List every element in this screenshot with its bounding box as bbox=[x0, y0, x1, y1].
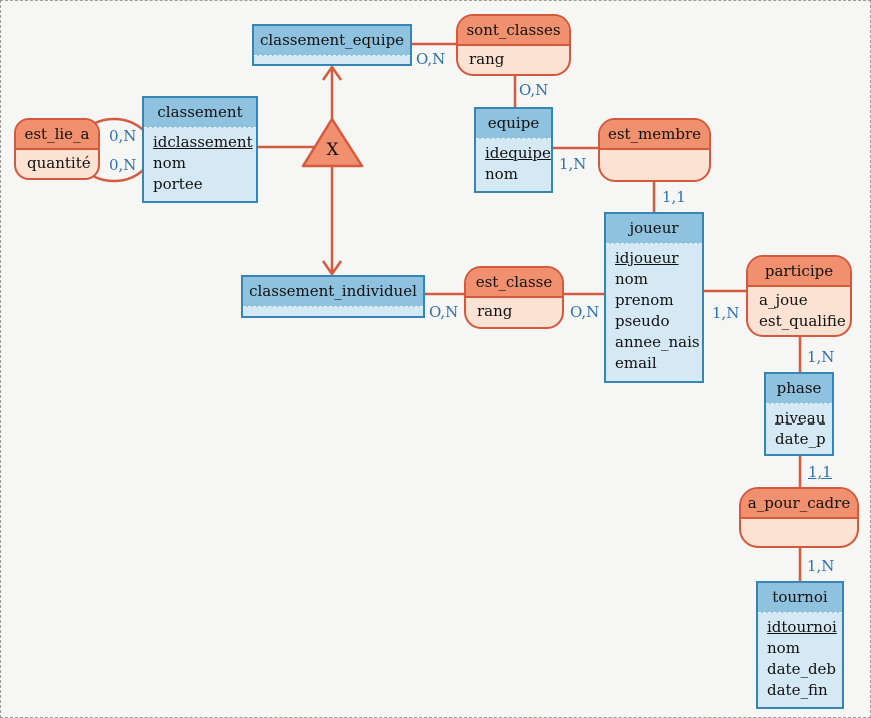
attribute: portee bbox=[153, 175, 203, 193]
relation-est-classe: est_classe rang bbox=[464, 266, 564, 329]
cardinality-phase-a-pour-cadre: 1,1 bbox=[808, 463, 832, 481]
entity-classement: classement idclassement nom portee bbox=[142, 96, 258, 203]
cardinality-participe-phase: 1,N bbox=[807, 348, 835, 366]
entity-joueur: joueur idjoueur nom prenom pseudo annee_… bbox=[604, 212, 704, 383]
entity-attributes bbox=[243, 307, 423, 316]
entity-attributes: niveau date_p bbox=[766, 404, 832, 454]
cardinality-est-lie-a-bottom: 0,N bbox=[109, 156, 137, 174]
entity-attributes: idequipe nom bbox=[476, 139, 551, 191]
attribute-primary-key: idequipe bbox=[485, 144, 551, 162]
relation-attributes bbox=[600, 150, 709, 180]
inheritance-triangle bbox=[301, 117, 364, 168]
relation-participe: participe a_joue est_qualifie bbox=[746, 255, 852, 337]
attribute-primary-key: idjoueur bbox=[615, 249, 679, 267]
relation-title: a_pour_cadre bbox=[741, 489, 857, 519]
relation-title: est_lie_a bbox=[16, 120, 98, 150]
relation-est-membre: est_membre bbox=[598, 118, 711, 182]
attribute: prenom bbox=[615, 291, 674, 309]
relation-title: sont_classes bbox=[458, 16, 569, 46]
attribute: rang bbox=[469, 50, 505, 68]
relation-attributes: a_joue est_qualifie bbox=[748, 287, 850, 335]
cardinality-joueur-participe: 1,N bbox=[712, 304, 740, 322]
inheritance-x-label: X bbox=[326, 140, 339, 160]
relation-attributes: rang bbox=[458, 46, 569, 74]
attribute: nom bbox=[767, 639, 800, 657]
attribute: annee_nais bbox=[615, 333, 700, 351]
relation-est-lie-a: est_lie_a quantité bbox=[14, 118, 100, 180]
attribute: a_joue bbox=[759, 291, 808, 309]
relation-title: est_membre bbox=[600, 120, 709, 150]
cardinality-est-classe-joueur: O,N bbox=[570, 303, 600, 321]
entity-tournoi: tournoi idtournoi nom date_deb date_fin bbox=[756, 581, 844, 709]
attribute: nom bbox=[485, 165, 518, 183]
cardinality-equipe-est-membre: 1,N bbox=[559, 155, 587, 173]
cardinality-sont-classes-equipe: O,N bbox=[519, 81, 549, 99]
entity-equipe: equipe idequipe nom bbox=[474, 107, 553, 193]
attribute: rang bbox=[477, 302, 513, 320]
attribute: date_fin bbox=[767, 681, 828, 699]
attribute-relative-key: niveau bbox=[775, 409, 826, 427]
arrowhead-down-icon bbox=[321, 260, 343, 276]
relation-title: participe bbox=[748, 257, 850, 287]
entity-title: equipe bbox=[476, 109, 551, 139]
attribute: date_deb bbox=[767, 660, 837, 678]
relation-attributes: rang bbox=[466, 298, 562, 327]
attribute: nom bbox=[615, 270, 648, 288]
entity-title: classement_individuel bbox=[243, 277, 423, 307]
relation-attributes: quantité bbox=[16, 150, 98, 178]
cardinality-a-pour-cadre-tournoi: 1,N bbox=[807, 557, 835, 575]
cardinality-classement-equipe-sont-classes: O,N bbox=[416, 50, 446, 68]
relation-attributes bbox=[741, 519, 857, 546]
cardinality-est-lie-a-top: 0,N bbox=[109, 127, 137, 145]
attribute-primary-key: idclassement bbox=[153, 133, 253, 151]
entity-attributes: idtournoi nom date_deb date_fin bbox=[758, 613, 842, 707]
cardinality-classement-individuel-est-classe: O,N bbox=[429, 303, 459, 321]
entity-title: classement_equipe bbox=[254, 26, 410, 56]
relation-a-pour-cadre: a_pour_cadre bbox=[739, 487, 859, 548]
entity-classement-individuel: classement_individuel bbox=[241, 275, 425, 318]
attribute: date_p bbox=[775, 430, 826, 448]
cardinality-est-membre-joueur: 1,1 bbox=[662, 188, 686, 206]
entity-attributes bbox=[254, 56, 410, 64]
entity-attributes: idjoueur nom prenom pseudo annee_nais em… bbox=[606, 244, 702, 381]
arrowhead-up-icon bbox=[321, 65, 343, 81]
attribute: email bbox=[615, 354, 657, 372]
entity-title: classement bbox=[144, 98, 256, 128]
relation-sont-classes: sont_classes rang bbox=[456, 14, 571, 76]
attribute: quantité bbox=[27, 154, 91, 172]
entity-attributes: idclassement nom portee bbox=[144, 128, 256, 201]
relation-title: est_classe bbox=[466, 268, 562, 298]
entity-phase: phase niveau date_p bbox=[764, 372, 834, 456]
attribute-primary-key: idtournoi bbox=[767, 618, 837, 636]
attribute: nom bbox=[153, 154, 186, 172]
entity-title: tournoi bbox=[758, 583, 842, 613]
entity-title: joueur bbox=[606, 214, 702, 244]
attribute: est_qualifie bbox=[759, 312, 846, 330]
attribute: pseudo bbox=[615, 312, 670, 330]
entity-classement-equipe: classement_equipe bbox=[252, 24, 412, 66]
entity-title: phase bbox=[766, 374, 832, 404]
